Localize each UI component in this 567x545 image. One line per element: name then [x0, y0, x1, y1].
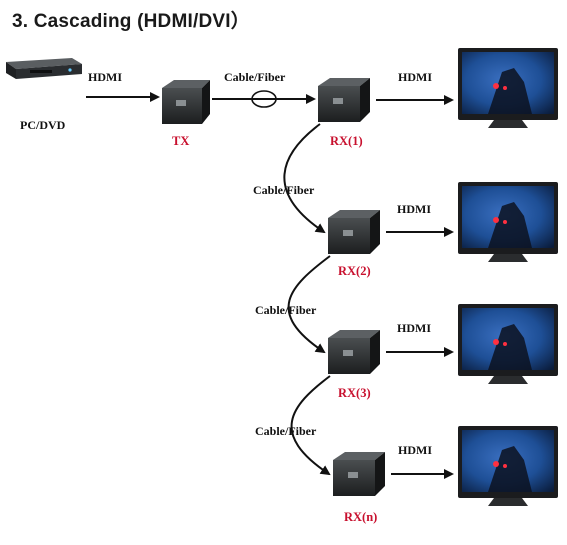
- rx-device-icon: [318, 78, 370, 122]
- dvd-player-icon: [6, 58, 82, 79]
- monitor-icon: [458, 304, 558, 384]
- rx2-output-label: HDMI: [397, 202, 431, 216]
- rx2-label: RX(2): [338, 264, 371, 278]
- tx-device-icon: [162, 80, 210, 124]
- rxn-output-label: HDMI: [398, 443, 432, 457]
- rx1-cascade-label: Cable/Fiber: [253, 183, 315, 197]
- monitor-icon: [458, 426, 558, 506]
- tx-label: TX: [172, 134, 190, 148]
- rx2-cascade-label: Cable/Fiber: [255, 303, 317, 317]
- rx3-label: RX(3): [338, 386, 371, 400]
- rx-device-icon: [328, 210, 380, 254]
- cascade-link-arrow: [283, 123, 326, 234]
- cascade-link-arrow: [287, 255, 331, 354]
- cascade-link-arrow: [290, 375, 331, 476]
- monitor-icon: [458, 182, 558, 262]
- source-label: PC/DVD: [20, 118, 66, 132]
- rx3-cascade-label: Cable/Fiber: [255, 424, 317, 438]
- rx1-label: RX(1): [330, 134, 363, 148]
- rx-device-icon: [333, 452, 385, 496]
- tx-link-label: Cable/Fiber: [224, 70, 286, 84]
- rxn-label: RX(n): [344, 510, 378, 524]
- page-title: 3. Cascading (HDMI/DVI）: [12, 11, 250, 32]
- rx1-output-label: HDMI: [398, 70, 432, 84]
- rx-device-icon: [328, 330, 380, 374]
- monitor-icon: [458, 48, 558, 128]
- source-link-label: HDMI: [88, 70, 122, 84]
- rx3-output-label: HDMI: [397, 321, 431, 335]
